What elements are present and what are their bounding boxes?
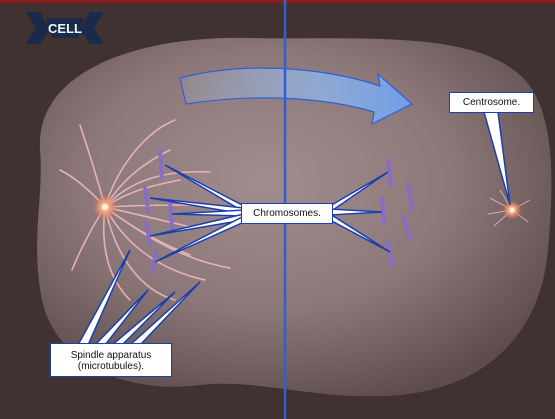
spindle-label-line1: Spindle apparatus <box>51 350 171 361</box>
spindle-label-line2: (microtubules). <box>51 361 171 372</box>
logo-text: CELL <box>48 21 82 36</box>
centrosome-left-core <box>102 204 108 210</box>
chromosomes-label: Chromosomes. <box>241 203 333 224</box>
spindle-label: Spindle apparatus (microtubules). <box>50 343 172 377</box>
centrosome-right-core <box>510 208 515 213</box>
cell-logo: CELL <box>26 12 104 44</box>
centrosome-label-text: Centrosome. <box>463 97 520 108</box>
chromosomes-label-text: Chromosomes. <box>253 208 321 219</box>
centrosome-label: Centrosome. <box>449 92 534 113</box>
